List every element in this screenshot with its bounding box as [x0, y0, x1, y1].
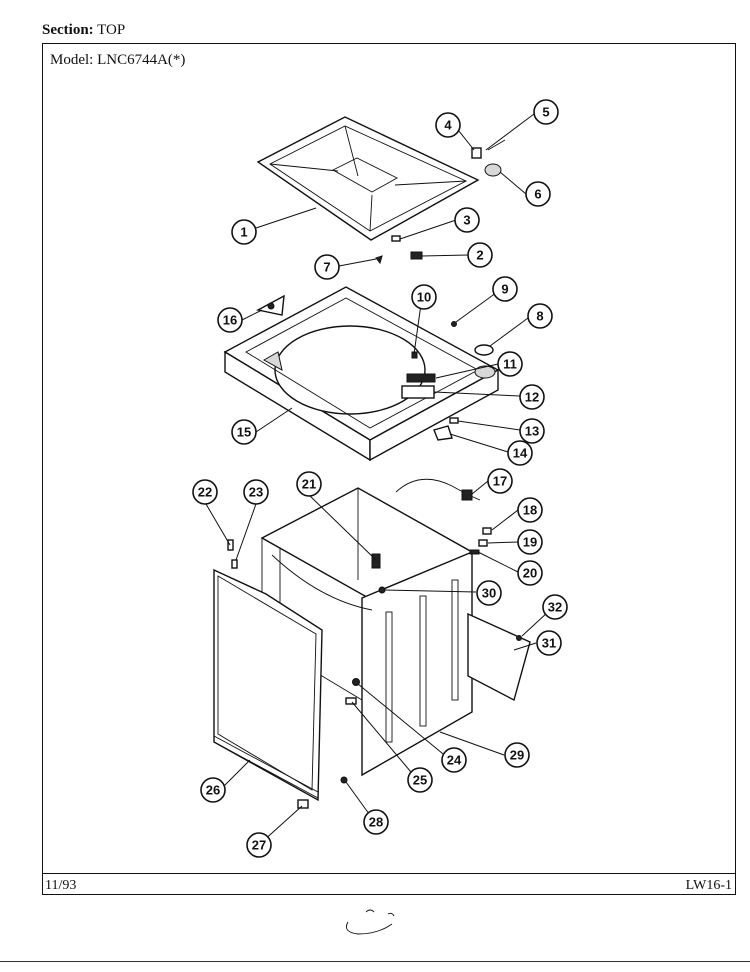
callout-11: 11: [497, 351, 523, 377]
callout-16: 16: [217, 307, 243, 333]
callout-21: 21: [296, 471, 322, 497]
section-value: TOP: [97, 22, 126, 38]
rear-panel-part: [467, 612, 531, 702]
scribble-mark: [345, 909, 395, 935]
svg-text:3: 3: [463, 213, 470, 228]
model-header: Model: LNC6744A(*): [50, 52, 185, 69]
section-header: Section: TOP: [42, 22, 125, 39]
page-bottom-rule: [0, 961, 750, 962]
callout-25: 25: [407, 767, 433, 793]
clip-parts: [469, 527, 492, 555]
callout-24: 24: [441, 747, 467, 773]
callout-10: 10: [411, 284, 437, 310]
svg-text:31: 31: [542, 636, 556, 651]
footer-rule: [42, 873, 736, 874]
callout-22: 22: [192, 479, 218, 505]
callout-20: 20: [517, 560, 543, 586]
svg-text:19: 19: [523, 535, 537, 550]
model-value: LNC6744A(*): [97, 52, 186, 68]
svg-text:30: 30: [482, 586, 496, 601]
footer-date: 11/93: [45, 878, 77, 893]
top-panel-part: [223, 286, 500, 462]
front-panel-part: [213, 568, 323, 802]
svg-text:14: 14: [513, 446, 528, 461]
callout-14: 14: [507, 440, 533, 466]
power-cord-part: [395, 478, 481, 501]
dispenser-cup-part: [255, 294, 285, 316]
callout-29: 29: [504, 742, 530, 768]
callout-26: 26: [200, 777, 226, 803]
switch-parts: [401, 321, 494, 441]
callout-13: 13: [519, 418, 545, 444]
callout-32: 32: [542, 594, 568, 620]
lid-part: [256, 116, 480, 241]
svg-text:12: 12: [525, 390, 539, 405]
svg-text:5: 5: [542, 105, 549, 120]
model-label: Model:: [50, 52, 94, 68]
svg-text:16: 16: [223, 313, 237, 328]
svg-text:17: 17: [493, 474, 507, 489]
svg-text:13: 13: [525, 424, 539, 439]
svg-text:9: 9: [501, 282, 508, 297]
svg-text:18: 18: [523, 503, 537, 518]
callout-27: 27: [246, 832, 272, 858]
svg-text:4: 4: [444, 118, 452, 133]
section-label: Section:: [42, 22, 94, 38]
svg-text:2: 2: [476, 248, 483, 263]
svg-text:29: 29: [510, 748, 524, 763]
svg-text:27: 27: [252, 838, 266, 853]
callout-17: 17: [487, 468, 513, 494]
callout-15: 15: [231, 419, 257, 445]
callout-1: 1: [231, 219, 257, 245]
svg-text:1: 1: [240, 225, 247, 240]
diagram-frame: [42, 43, 736, 895]
svg-text:10: 10: [417, 290, 431, 305]
svg-text:11: 11: [503, 357, 517, 372]
svg-text:6: 6: [534, 187, 541, 202]
callout-28: 28: [363, 809, 389, 835]
callout-7: 7: [314, 254, 340, 280]
svg-text:7: 7: [323, 260, 330, 275]
svg-text:32: 32: [548, 600, 562, 615]
footer-page-code: LW16-1: [685, 878, 732, 893]
callout-8: 8: [527, 303, 553, 329]
callout-4: 4: [435, 112, 461, 138]
callout-5: 5: [533, 99, 559, 125]
svg-text:21: 21: [302, 477, 316, 492]
svg-text:25: 25: [413, 773, 427, 788]
svg-text:8: 8: [536, 309, 543, 324]
callout-12: 12: [519, 384, 545, 410]
callout-3: 3: [454, 207, 480, 233]
svg-text:22: 22: [198, 485, 212, 500]
callout-19: 19: [517, 529, 543, 555]
svg-text:15: 15: [237, 425, 251, 440]
svg-text:20: 20: [523, 566, 537, 581]
hinge-parts: [375, 139, 506, 265]
svg-text:24: 24: [447, 753, 462, 768]
callout-23: 23: [243, 479, 269, 505]
svg-text:26: 26: [206, 783, 220, 798]
callout-30: 30: [476, 580, 502, 606]
callout-31: 31: [536, 630, 562, 656]
callout-18: 18: [517, 497, 543, 523]
callout-9: 9: [492, 276, 518, 302]
fastener-parts: [227, 539, 522, 809]
svg-text:23: 23: [249, 485, 263, 500]
leader-lines: [205, 113, 549, 843]
callout-6: 6: [525, 181, 551, 207]
svg-text:28: 28: [369, 815, 383, 830]
callout-2: 2: [467, 242, 493, 268]
